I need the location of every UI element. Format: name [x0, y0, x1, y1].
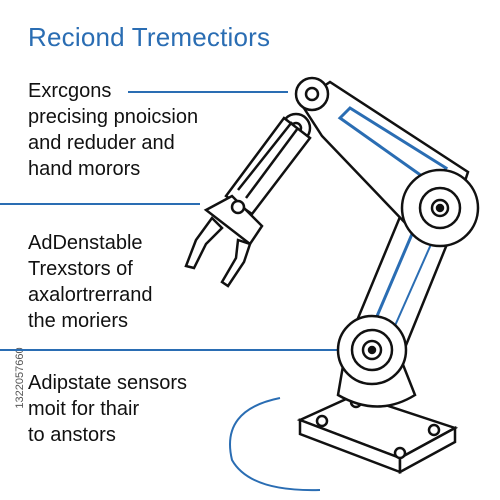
callout-3-line-3: to anstors: [28, 424, 116, 446]
lower-joint-icon: [336, 314, 408, 386]
callout-2-line-1: AdDenstable: [28, 232, 143, 254]
callout-2-line-4: the moriers: [28, 310, 129, 332]
callout-1-line-1: Exrcgons: [28, 80, 112, 102]
diagram-title: Reciond Tremectiors: [28, 22, 271, 52]
floor-arc: [229, 397, 321, 492]
elbow-joint-icon: [400, 168, 480, 248]
callout-text-3: Adipstate sensors moit for thair to anst…: [28, 370, 187, 448]
callout-1-line-2: precising pnoicsion: [28, 106, 199, 128]
callout-3-line-1: Adipstate sensors: [28, 372, 187, 394]
callout-2-line-3: axalortrerrand: [28, 284, 153, 306]
callout-1-line-4: hand morors: [28, 158, 141, 180]
callout-3-line-2: moit for thair: [28, 398, 140, 420]
robot-forearm: [224, 116, 312, 216]
gripper-icon: [184, 194, 264, 288]
callout-text-2: AdDenstable Trexstors of axalortrerrand …: [28, 230, 153, 334]
callout-1-line-3: and reduder and: [28, 132, 175, 154]
robot-base: [296, 393, 459, 475]
callout-text-1: Exrcgons precising pnoicsion and reduder…: [28, 78, 198, 182]
callout-2-line-2: Trexstors of: [28, 258, 133, 280]
